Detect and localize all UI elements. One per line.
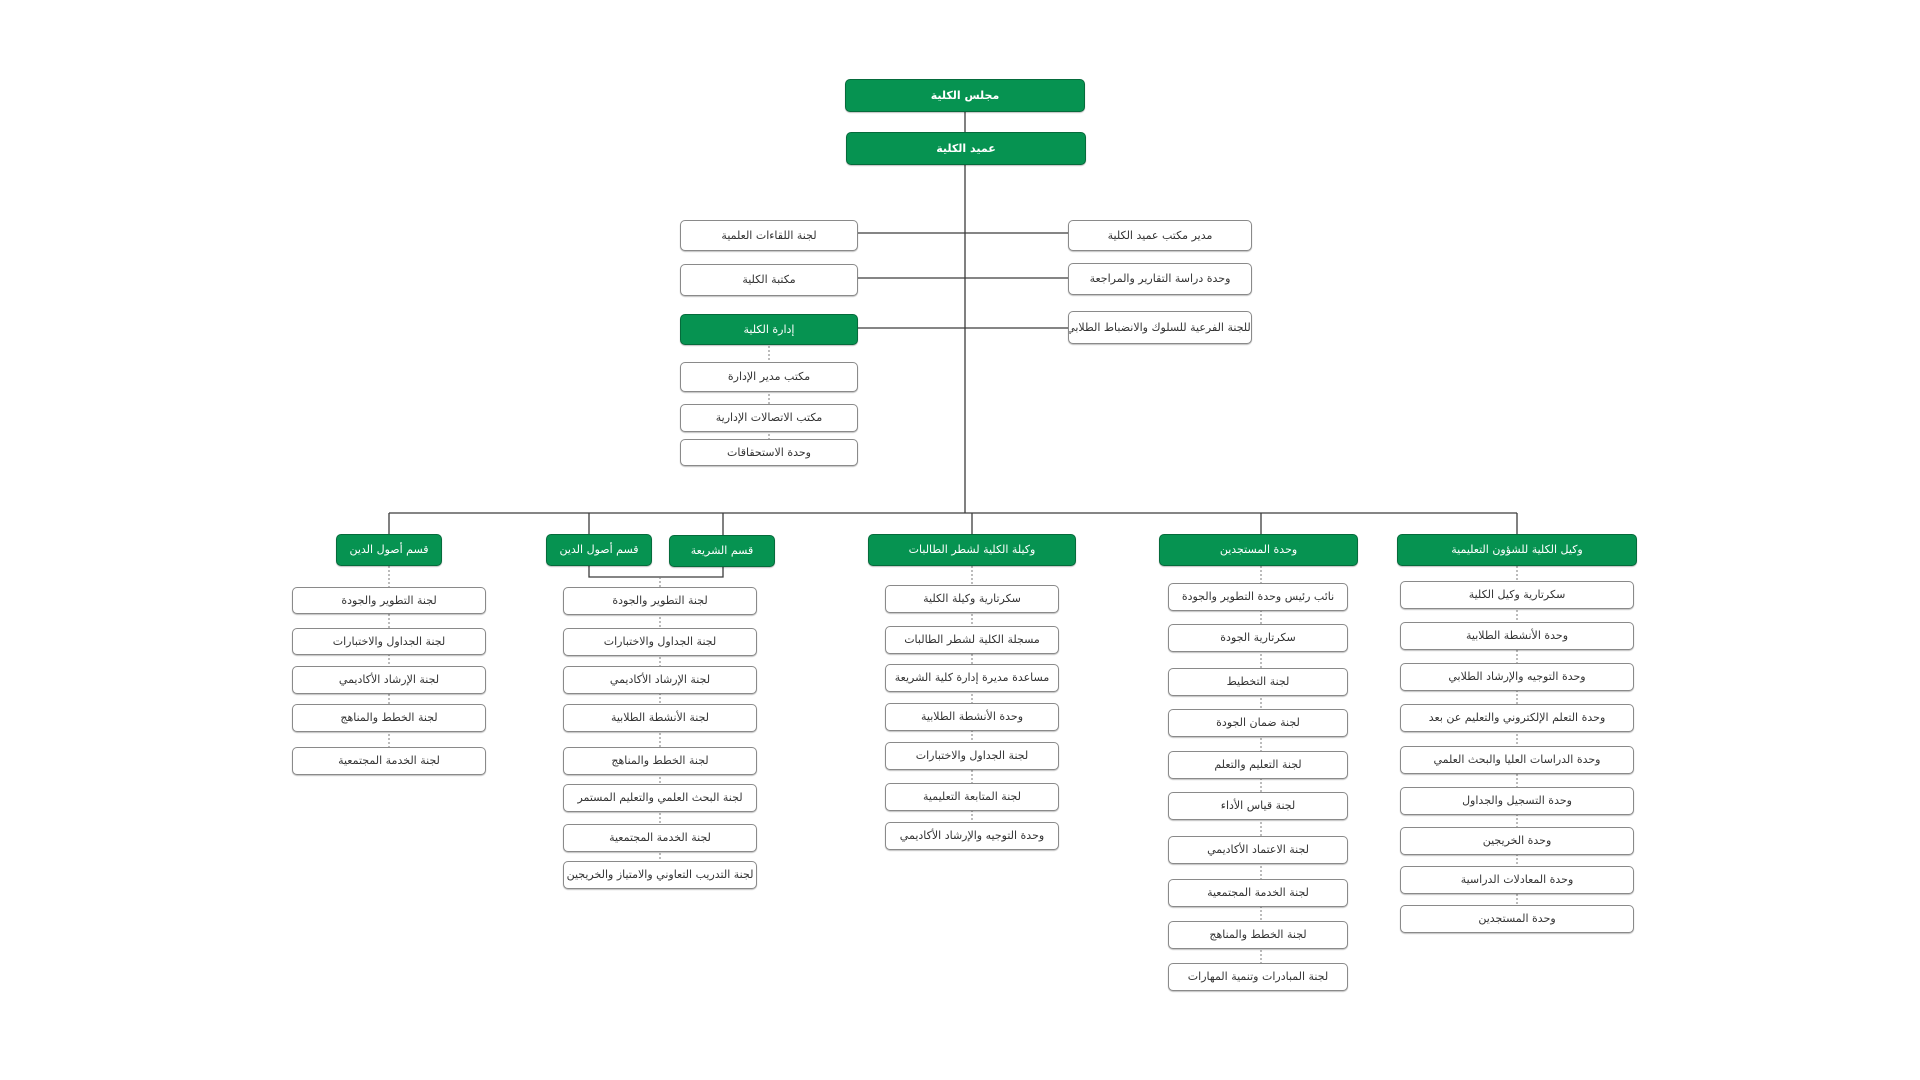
admin-director-office-box: مكتب مدير الإدارة [680,362,858,392]
column-2-item: لجنة التدريب التعاوني والامتياز والخريجي… [563,861,757,889]
entitlements-unit-box: وحدة الاستحقاقات [680,439,858,466]
column-2-item: لجنة البحث العلمي والتعليم المستمر [563,784,757,812]
column-5-item: وحدة التسجيل والجداول [1400,787,1634,815]
admin-communications-office-box: مكتب الاتصالات الإدارية [680,404,858,432]
column-4-item: سكرتارية الجودة [1168,624,1348,652]
column-1-item: لجنة الإرشاد الأكاديمي [292,666,486,694]
faculty-council-box: مجلس الكلية [845,79,1085,112]
column-5-item: وحدة الدراسات العليا والبحث العلمي [1400,746,1634,774]
reports-review-unit-box: وحدة دراسة التقارير والمراجعة [1068,263,1252,295]
scientific-meetings-committee-box: لجنة اللقاءات العلمية [680,220,858,251]
column-5-item: وحدة التوجيه والإرشاد الطلابي [1400,663,1634,691]
column-1-item: لجنة الجداول والاختبارات [292,628,486,655]
column-1-head: قسم أصول الدين [336,534,442,566]
column-1-item: لجنة الخطط والمناهج [292,704,486,732]
column-3-item: لجنة الجداول والاختبارات [885,742,1059,770]
column-5-item: وحدة المستجدين [1400,905,1634,933]
faculty-dean-box: عميد الكلية [846,132,1086,165]
column-4-item: لجنة ضمان الجودة [1168,709,1348,737]
column-4-item: لجنة الخدمة المجتمعية [1168,879,1348,907]
column-2-item: لجنة الإرشاد الأكاديمي [563,666,757,694]
column-2-item: لجنة الجداول والاختبارات [563,628,757,656]
column-2-item: لجنة الخطط والمناهج [563,747,757,775]
column-4-item: لجنة قياس الأداء [1168,792,1348,820]
column-3-item: مسجلة الكلية لشطر الطالبات [885,626,1059,654]
column-4-item: لجنة الخطط والمناهج [1168,921,1348,949]
column-3-item: وحدة الأنشطة الطلابية [885,703,1059,731]
column-1-item: لجنة الخدمة المجتمعية [292,747,486,775]
student-conduct-subcommittee-box: اللجنة الفرعية للسلوك والانضباط الطلابي [1068,311,1252,344]
column-3-item: مساعدة مديرة إدارة كلية الشريعة [885,664,1059,692]
column-3-head: وكيلة الكلية لشطر الطالبات [868,534,1076,566]
column-5-item: وحدة الأنشطة الطلابية [1400,622,1634,650]
column-4-item: لجنة المبادرات وتنمية المهارات [1168,963,1348,991]
column-4-item: لجنة التخطيط [1168,668,1348,696]
column-5-item: وحدة المعادلات الدراسية [1400,866,1634,894]
column-1-item: لجنة التطوير والجودة [292,587,486,614]
faculty-library-box: مكتبة الكلية [680,264,858,296]
column-2-head-usul: قسم أصول الدين [546,534,652,566]
column-2-item: لجنة التطوير والجودة [563,587,757,615]
column-5-item: وحدة التعلم الإلكتروني والتعليم عن بعد [1400,704,1634,732]
column-5-item: وحدة الخريجين [1400,827,1634,855]
faculty-administration-box: إدارة الكلية [680,314,858,345]
column-3-item: سكرتارية وكيلة الكلية [885,585,1059,613]
column-2-head-sharia: قسم الشريعة [669,535,775,567]
dean-office-director-box: مدير مكتب عميد الكلية [1068,220,1252,251]
column-5-item: سكرتارية وكيل الكلية [1400,581,1634,609]
column-3-item: لجنة المتابعة التعليمية [885,783,1059,811]
column-4-item: لجنة التعليم والتعلم [1168,751,1348,779]
column-4-item: نائب رئيس وحدة التطوير والجودة [1168,583,1348,611]
column-3-item: وحدة التوجيه والإرشاد الأكاديمي [885,822,1059,850]
column-4-item: لجنة الاعتماد الأكاديمي [1168,836,1348,864]
column-2-item: لجنة الخدمة المجتمعية [563,824,757,852]
column-5-head: وكيل الكلية للشؤون التعليمية [1397,534,1637,566]
column-2-item: لجنة الأنشطة الطلابية [563,704,757,732]
column-4-head: وحدة المستجدين [1159,534,1358,566]
